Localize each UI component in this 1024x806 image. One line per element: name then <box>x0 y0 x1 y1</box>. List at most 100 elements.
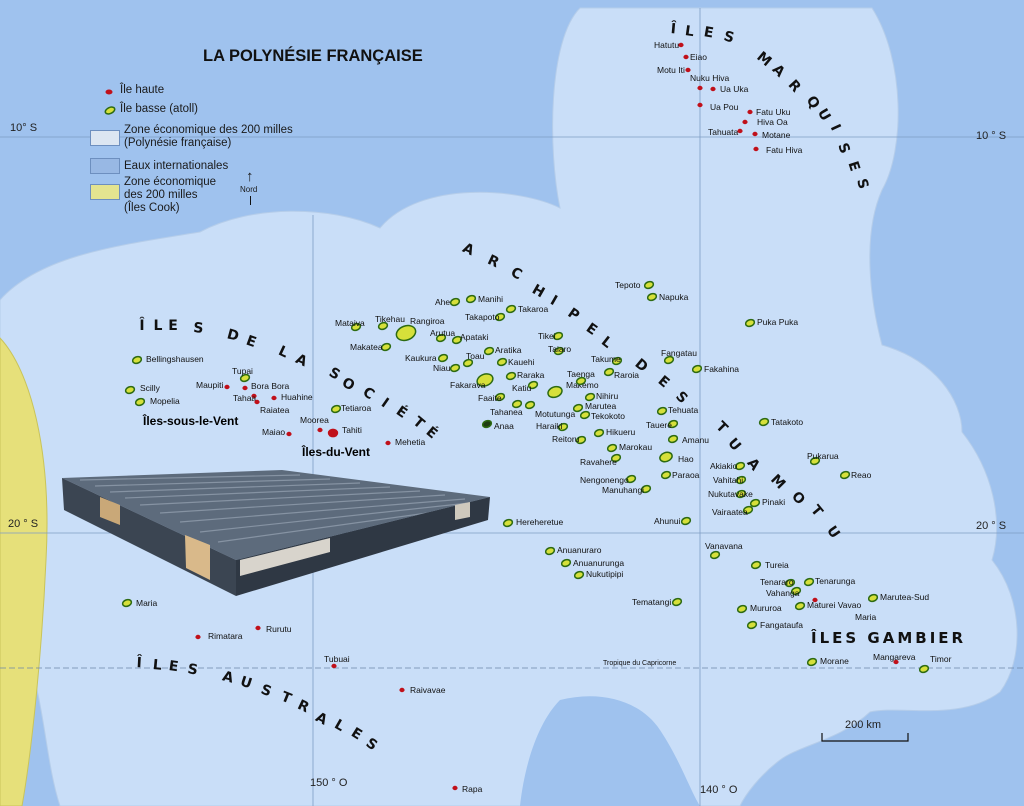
atoll-marker <box>462 358 474 368</box>
island: Hao <box>659 451 694 464</box>
island-label: Moorea <box>300 415 329 425</box>
island: Tenararo <box>760 577 796 588</box>
atoll-marker <box>524 400 536 410</box>
island: Timor <box>918 654 952 674</box>
island-label: Hereheretue <box>516 517 564 527</box>
island: Motane <box>752 130 791 140</box>
island-label: Haraiki <box>536 421 563 431</box>
high-island-marker <box>331 663 337 669</box>
island: Tupai <box>232 366 253 383</box>
high-island-marker <box>747 109 753 115</box>
high-island-marker <box>195 634 201 640</box>
island-label: Marutea-Sud <box>880 592 929 602</box>
island: Mangareva <box>873 652 916 665</box>
atoll-marker <box>742 505 754 515</box>
island: Apataki <box>451 332 488 345</box>
atoll-marker <box>603 367 615 377</box>
island: Marokau <box>606 442 652 453</box>
atoll-marker <box>380 342 392 352</box>
island: Fangatau <box>661 348 697 365</box>
atoll-marker <box>575 376 587 386</box>
island-label: Fangatau <box>661 348 697 358</box>
high-island-marker <box>678 42 684 48</box>
atoll-marker <box>646 292 658 302</box>
island: Morane <box>806 656 849 667</box>
island: Mopelia <box>134 396 180 407</box>
island: Makemo <box>547 380 599 399</box>
island-label: Hao <box>678 454 694 464</box>
island: Tauere <box>646 419 679 430</box>
island: Takume <box>591 354 623 366</box>
island: Nukutipipi <box>573 569 623 580</box>
steel-panel-photo <box>62 470 490 596</box>
lat-10-left: 10° S <box>10 122 37 134</box>
island-label: Rapa <box>462 784 483 794</box>
island-label: Tepoto <box>615 280 641 290</box>
island: Nukutavake <box>708 489 753 499</box>
island: Manihi <box>465 294 503 304</box>
atoll-marker <box>663 355 675 365</box>
island-label: Bellingshausen <box>146 354 204 364</box>
island-label: Manihi <box>478 294 503 304</box>
atoll-marker <box>691 364 703 374</box>
island: Marutea-Sud <box>867 592 929 603</box>
island-label: Napuka <box>659 292 689 302</box>
atoll-marker <box>502 518 514 528</box>
island: Tahuata <box>708 127 743 137</box>
island: Maturei Vavao <box>794 600 861 611</box>
atoll-marker <box>547 385 563 399</box>
island-label: Fatu Uku <box>756 107 791 117</box>
high-island-marker <box>742 119 748 125</box>
tropic-label: Tropique du Capricorne <box>603 660 676 667</box>
atoll-marker <box>746 620 758 630</box>
island: Tematangi <box>632 597 683 607</box>
island: Akiakio <box>710 461 746 471</box>
island-label: Nuku Hiva <box>690 73 729 83</box>
north-arrow-icon: ↑ <box>246 168 254 185</box>
atoll-marker <box>610 453 622 463</box>
atoll-marker <box>239 373 251 383</box>
island-label: Hikueru <box>606 427 636 437</box>
atoll-marker <box>790 586 802 596</box>
island-label: Anuanuraro <box>557 545 602 555</box>
atoll-marker <box>350 322 362 332</box>
international-waters-bay <box>520 696 700 806</box>
island: Maria <box>121 598 158 608</box>
atoll-marker <box>377 321 389 331</box>
island: Tikehau <box>375 314 405 331</box>
region-du-vent: Îles-du-Vent <box>301 444 370 459</box>
island: Ua Uka <box>710 84 749 94</box>
atoll-marker <box>736 604 748 614</box>
atoll-marker <box>573 570 585 580</box>
eez-french-polynesia <box>0 7 1018 806</box>
island-label: Motutunga <box>535 409 575 419</box>
map-title: LA POLYNÉSIE FRANÇAISE <box>203 47 423 65</box>
atoll-marker <box>449 297 461 307</box>
island-label: Tahiti <box>342 425 362 435</box>
island-label: Mopelia <box>150 396 180 406</box>
island-label: Faaite <box>478 393 502 403</box>
island: Ua Pou <box>697 102 739 112</box>
island-label: Tupai <box>232 366 253 376</box>
island: Tehuata <box>656 405 699 416</box>
high-island-marker <box>685 67 691 73</box>
island: Katiu <box>512 380 539 393</box>
island-label: Nengonengo <box>580 475 629 485</box>
island: Haraiki <box>536 421 569 432</box>
island-label: Hiva Oa <box>757 117 788 127</box>
high-island-marker <box>251 393 257 399</box>
atoll-marker <box>667 419 679 429</box>
atoll-marker <box>395 324 417 342</box>
island-label: Katiu <box>512 383 532 393</box>
island: Taenga <box>567 369 595 386</box>
island-label: Maupiti <box>196 380 224 390</box>
island: Rurutu <box>255 624 292 634</box>
atoll-marker <box>505 304 517 314</box>
island: Toau <box>462 351 485 368</box>
island: Fangataufa <box>746 620 803 630</box>
island-label: Kauehi <box>508 357 535 367</box>
atoll-marker <box>794 601 806 611</box>
island-label: Tehuata <box>668 405 699 415</box>
high-island-marker <box>710 86 716 92</box>
atoll-marker <box>505 371 517 381</box>
